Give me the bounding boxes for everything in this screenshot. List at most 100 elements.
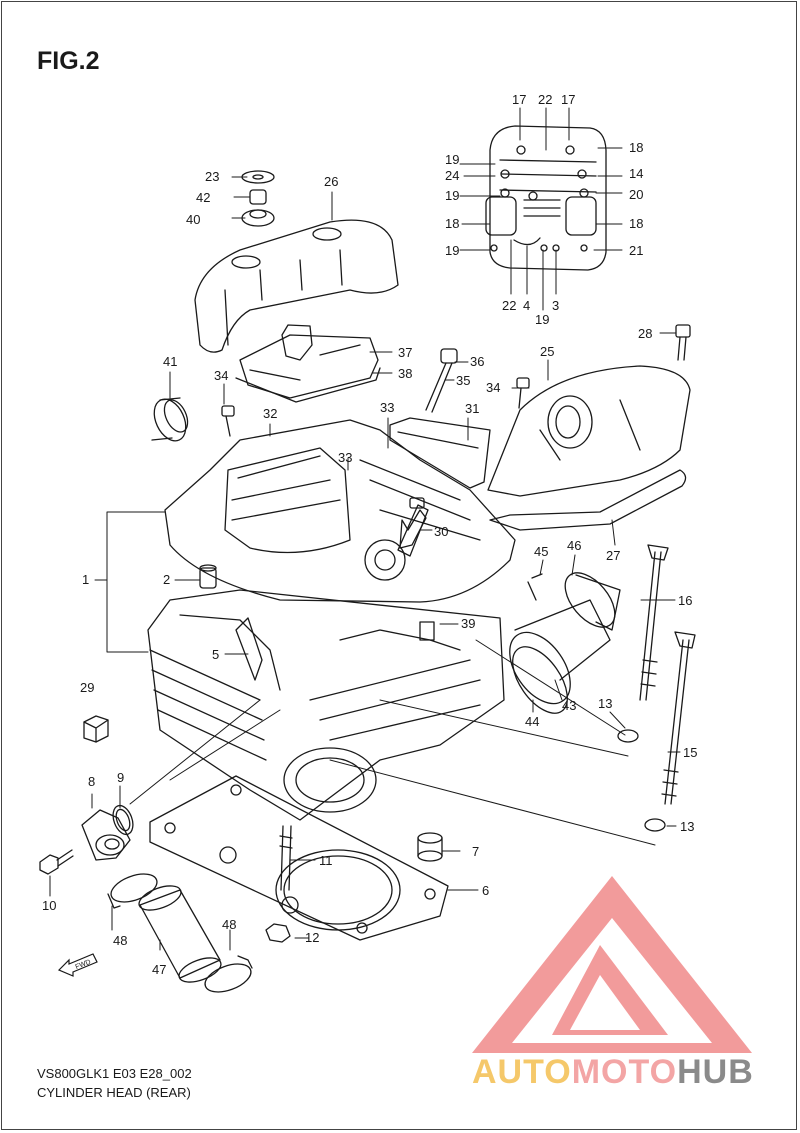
callout-18: 18 — [629, 140, 643, 155]
callout-18: 18 — [445, 216, 459, 231]
callout-34: 34 — [214, 368, 228, 383]
callout-26: 26 — [324, 174, 338, 189]
callout-19: 19 — [445, 152, 459, 167]
gasket-31-part — [389, 417, 491, 489]
callout-23: 23 — [205, 169, 219, 184]
callout-37: 37 — [398, 345, 412, 360]
callout-43: 43 — [562, 698, 576, 713]
watermark-auto: AUTO — [472, 1053, 572, 1091]
callout-20: 20 — [629, 187, 643, 202]
watermark-moto: MOTO — [571, 1053, 678, 1091]
callout-42: 42 — [196, 190, 210, 205]
valve-cover-part — [235, 324, 381, 403]
callout-6: 6 — [482, 883, 489, 898]
spark-plug-part — [397, 497, 429, 557]
bolt-34a-part — [221, 405, 235, 437]
callout-28: 28 — [638, 326, 652, 341]
callout-19: 19 — [445, 188, 459, 203]
callout-24: 24 — [445, 168, 459, 183]
cylinder-head-gasket-part — [149, 775, 449, 941]
dowel-7-part — [417, 832, 443, 862]
callout-30: 30 — [434, 524, 448, 539]
callout-40: 40 — [186, 212, 200, 227]
callout-17: 17 — [561, 92, 575, 107]
callout-33: 33 — [338, 450, 352, 465]
callout-4: 4 — [523, 298, 530, 313]
bolt-28-part — [675, 324, 691, 361]
callout-19: 19 — [445, 243, 459, 258]
callout-17: 17 — [512, 92, 526, 107]
callout-25: 25 — [540, 344, 554, 359]
callout-13: 13 — [598, 696, 612, 711]
callout-48: 48 — [222, 917, 236, 932]
figure-subtitle: CYLINDER HEAD (REAR) — [37, 1085, 191, 1100]
hose-clamp-b-part — [204, 955, 253, 993]
callout-41: 41 — [163, 354, 177, 369]
callout-22: 22 — [538, 92, 552, 107]
watermark-logo-icon — [472, 876, 752, 1053]
callout-44: 44 — [525, 714, 539, 729]
figure-code: VS800GLK1 E03 E28_002 — [37, 1066, 192, 1081]
callout-8: 8 — [88, 774, 95, 789]
callout-9: 9 — [117, 770, 124, 785]
forward-arrow-icon: FWD — [57, 953, 98, 977]
stud-11-part — [279, 825, 293, 891]
watermark-text: AUTOMOTOHUB — [472, 1053, 754, 1092]
callout-3: 3 — [552, 298, 559, 313]
cylinder-cover-part — [487, 365, 691, 497]
callout-18: 18 — [629, 216, 643, 231]
callout-22: 22 — [502, 298, 516, 313]
callout-36: 36 — [470, 354, 484, 369]
callout-32: 32 — [263, 406, 277, 421]
watermark-hub: HUB — [677, 1053, 754, 1091]
callout-labels: 17 22 17 18 19 24 14 19 20 18 18 19 21 2… — [42, 92, 697, 977]
callout-38: 38 — [398, 366, 412, 381]
washer-13b-part — [644, 818, 666, 832]
water-union-part — [81, 809, 131, 861]
dowel-pin-part — [199, 564, 217, 589]
water-hose-part — [138, 885, 222, 983]
cylinder-head-cap-part — [194, 219, 399, 353]
callout-27: 27 — [606, 548, 620, 563]
callout-16: 16 — [678, 593, 692, 608]
callout-35: 35 — [456, 373, 470, 388]
callout-10: 10 — [42, 898, 56, 913]
washer-stack-part — [241, 170, 275, 227]
callout-48: 48 — [113, 933, 127, 948]
stud-16-part — [639, 544, 669, 701]
callout-11: 11 — [319, 853, 333, 868]
stud-15-part — [661, 631, 696, 805]
callout-13: 13 — [680, 819, 694, 834]
callout-34: 34 — [486, 380, 500, 395]
callout-29: 29 — [80, 680, 94, 695]
cylinder-head-body-part — [164, 419, 516, 603]
bolt-36-part — [425, 348, 458, 413]
callout-39: 39 — [461, 616, 475, 631]
bolt-10-part — [39, 849, 74, 875]
o-ring-part — [112, 804, 134, 836]
callout-5: 5 — [212, 647, 219, 662]
hose-clamp-a-part — [107, 873, 158, 909]
callout-46: 46 — [567, 538, 581, 553]
callout-12: 12 — [305, 930, 319, 945]
callout-2: 2 — [163, 572, 170, 587]
nut-12-part — [265, 923, 291, 943]
callout-1: 1 — [82, 572, 89, 587]
callout-33: 33 — [380, 400, 394, 415]
callout-7: 7 — [472, 844, 479, 859]
rubber-cushion-part — [83, 715, 109, 743]
callout-21: 21 — [629, 243, 643, 258]
callout-14: 14 — [629, 166, 643, 181]
oil-seal-part — [151, 397, 189, 442]
figure-title: FIG.2 — [37, 47, 100, 75]
head-cover-part — [485, 125, 607, 271]
callout-31: 31 — [465, 401, 479, 416]
cylinder-block-part — [147, 589, 505, 821]
washer-13a-part — [617, 729, 639, 743]
callout-15: 15 — [683, 745, 697, 760]
callout-19: 19 — [535, 312, 549, 327]
intake-pipe-part — [509, 572, 621, 714]
callout-45: 45 — [534, 544, 548, 559]
